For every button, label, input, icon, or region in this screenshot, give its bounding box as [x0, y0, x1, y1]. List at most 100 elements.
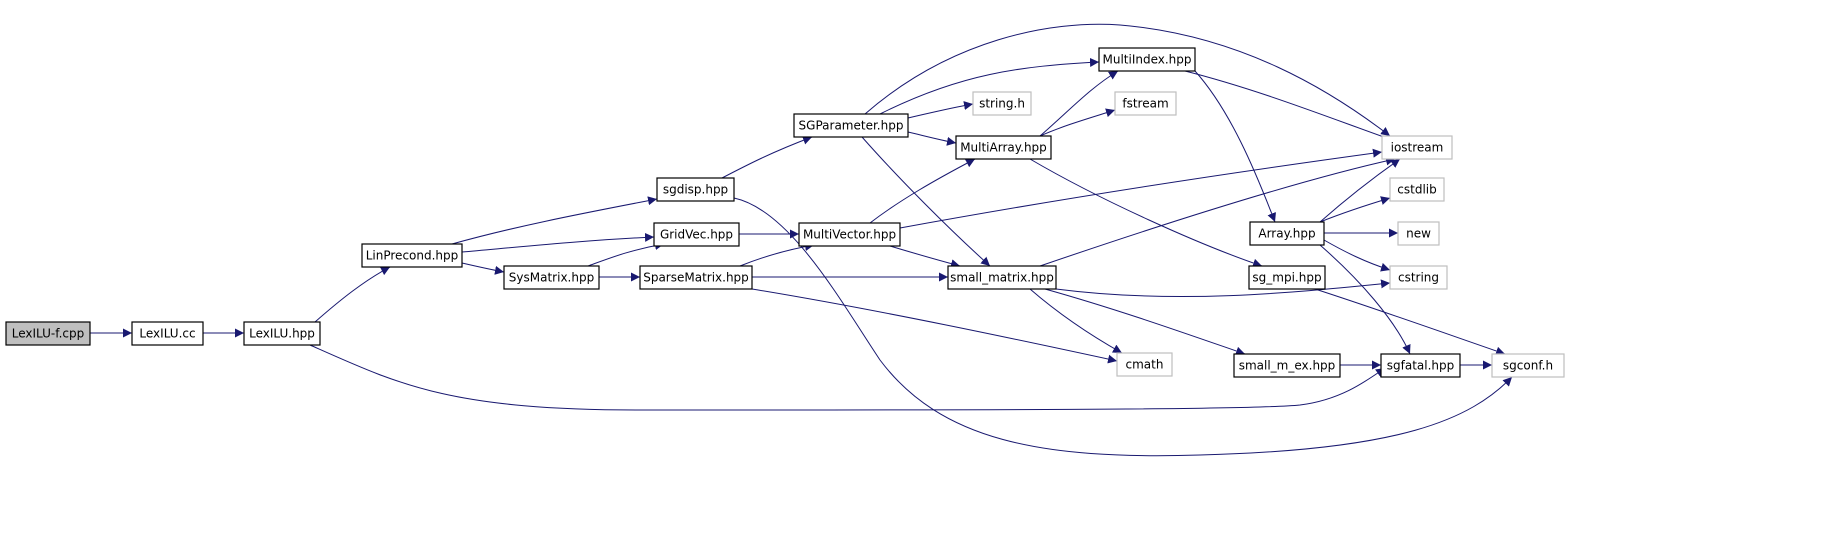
node-cmath: cmath — [1116, 352, 1173, 377]
node-box — [1116, 352, 1173, 377]
edge-small-matrix-hpp-to-iostream — [1039, 156, 1396, 267]
nodes-layer: LexILU-f.cpp LexILU.cc LexILU.hpp LinPrecon… — [5, 47, 1565, 378]
edge-sgdisp-hpp-to-sgparameter-hpp — [721, 135, 813, 179]
node-box — [1397, 221, 1440, 246]
node-label: cstring — [1398, 271, 1439, 285]
edges-layer — [89, 23, 1513, 457]
node-label: sg_mpi.hpp — [1252, 271, 1321, 285]
node-cstdlib: cstdlib — [1389, 177, 1445, 202]
node-string-h: string.h — [972, 91, 1032, 116]
edge-multiindex-hpp-to-array-hpp — [1194, 70, 1276, 223]
node-sgdisp-hpp[interactable]: sgdisp.hpp — [656, 177, 735, 202]
node-lexilu-cc[interactable]: LexILU.cc — [131, 321, 204, 346]
node-new: new — [1397, 221, 1440, 246]
node-label: MultiArray.hpp — [960, 141, 1047, 155]
edge-multiindex-hpp-to-iostream — [1184, 70, 1396, 143]
node-box — [947, 265, 1057, 290]
node-box — [1491, 353, 1565, 378]
node-box — [793, 113, 909, 138]
edge-sg-mpi-hpp-to-sgconf-h — [1314, 288, 1506, 356]
node-box — [1233, 353, 1341, 378]
node-label: iostream — [1391, 141, 1444, 155]
node-label: sgconf.h — [1503, 359, 1553, 373]
node-label: sgdisp.hpp — [663, 183, 728, 197]
node-sgconf-h: sgconf.h — [1491, 353, 1565, 378]
node-box — [1249, 221, 1325, 246]
node-small-matrix-hpp[interactable]: small_matrix.hpp — [947, 265, 1057, 290]
edge-multivector-hpp-to-multiarray-hpp — [869, 158, 976, 224]
edge-sgparameter-hpp-to-multiarray-hpp — [907, 131, 957, 146]
node-linprecond-hpp[interactable]: LinPrecond.hpp — [361, 243, 463, 268]
node-box — [1098, 47, 1196, 72]
edge-array-hpp-to-sgfatal-hpp — [1319, 244, 1411, 355]
edge-sysmatrix-hpp-to-gridvec-hpp — [587, 241, 665, 267]
node-sgparameter-hpp[interactable]: SGParameter.hpp — [793, 113, 909, 138]
node-label: LinPrecond.hpp — [366, 249, 459, 263]
node-box — [1114, 91, 1177, 116]
edge-small-matrix-hpp-to-cstring — [1055, 279, 1391, 298]
node-box — [243, 321, 321, 346]
node-label: new — [1406, 227, 1431, 241]
node-box — [653, 222, 740, 247]
edge-multivector-hpp-to-iostream — [899, 148, 1383, 229]
node-label: LexILU.cc — [139, 327, 195, 341]
node-box — [5, 321, 91, 346]
node-lexilu-hpp[interactable]: LexILU.hpp — [243, 321, 321, 346]
node-gridvec-hpp[interactable]: GridVec.hpp — [653, 222, 740, 247]
edge-lexilu-hpp-to-sgfatal-hpp — [309, 344, 1386, 411]
node-multivector-hpp[interactable]: MultiVector.hpp — [798, 222, 901, 247]
node-lexilu-f-cpp[interactable]: LexILU-f.cpp — [5, 321, 91, 346]
node-label: MultiVector.hpp — [803, 228, 896, 242]
edge-multiarray-hpp-to-sg-mpi-hpp — [1029, 158, 1263, 268]
node-label: fstream — [1122, 97, 1168, 111]
node-label: small_matrix.hpp — [950, 271, 1054, 285]
node-array-hpp[interactable]: Array.hpp — [1249, 221, 1325, 246]
edge-linprecond-hpp-to-gridvec-hpp — [461, 232, 655, 253]
edge-lexilu-hpp-to-linprecond-hpp — [314, 266, 391, 323]
node-sg-mpi-hpp[interactable]: sg_mpi.hpp — [1248, 265, 1326, 290]
node-box — [639, 265, 753, 290]
node-label: sgfatal.hpp — [1387, 359, 1455, 373]
edge-linprecond-hpp-to-sysmatrix-hpp — [461, 262, 505, 275]
node-small-m-ex-hpp[interactable]: small_m_ex.hpp — [1233, 353, 1341, 378]
node-label: GridVec.hpp — [660, 228, 733, 242]
node-box — [1380, 353, 1461, 378]
node-label: SparseMatrix.hpp — [643, 271, 749, 285]
edge-sparsematrix-hpp-to-cmath — [751, 288, 1118, 364]
node-label: string.h — [979, 97, 1025, 111]
node-box — [1248, 265, 1326, 290]
node-box — [1381, 135, 1453, 160]
node-label: Array.hpp — [1258, 227, 1315, 241]
node-multiindex-hpp[interactable]: MultiIndex.hpp — [1098, 47, 1196, 72]
node-label: MultiIndex.hpp — [1102, 53, 1191, 67]
edge-array-hpp-to-cstdlib — [1319, 196, 1391, 223]
node-cstring: cstring — [1389, 265, 1448, 290]
node-multiarray-hpp[interactable]: MultiArray.hpp — [955, 135, 1052, 160]
edge-sgparameter-hpp-to-small-matrix-hpp — [861, 136, 991, 267]
edge-sgparameter-hpp-to-string-h — [907, 101, 974, 119]
node-box — [656, 177, 735, 202]
edge-small-matrix-hpp-to-small-m-ex-hpp — [1044, 288, 1246, 356]
node-label: SGParameter.hpp — [799, 119, 904, 133]
node-label: LexILU.hpp — [249, 327, 315, 341]
edge-linprecond-hpp-to-sgdisp-hpp — [451, 196, 658, 245]
node-iostream: iostream — [1381, 135, 1453, 160]
node-label: small_m_ex.hpp — [1239, 359, 1336, 373]
node-box — [798, 222, 901, 247]
node-box — [955, 135, 1052, 160]
node-label: cmath — [1126, 358, 1164, 372]
node-box — [972, 91, 1032, 116]
node-box — [361, 243, 463, 268]
edge-sgparameter-hpp-to-iostream — [864, 23, 1391, 137]
node-sgfatal-hpp[interactable]: sgfatal.hpp — [1380, 353, 1461, 378]
edge-sgparameter-hpp-to-multiindex-hpp — [879, 57, 1100, 115]
node-label: cstdlib — [1397, 183, 1436, 197]
edge-multiarray-hpp-to-fstream — [1039, 108, 1116, 137]
edge-sgdisp-hpp-to-sgconf-h — [733, 197, 1513, 457]
node-box — [1389, 265, 1448, 290]
edge-small-matrix-hpp-to-cmath — [1029, 288, 1123, 354]
node-sysmatrix-hpp[interactable]: SysMatrix.hpp — [503, 265, 600, 290]
node-sparsematrix-hpp[interactable]: SparseMatrix.hpp — [639, 265, 753, 290]
node-label: LexILU-f.cpp — [12, 327, 85, 341]
